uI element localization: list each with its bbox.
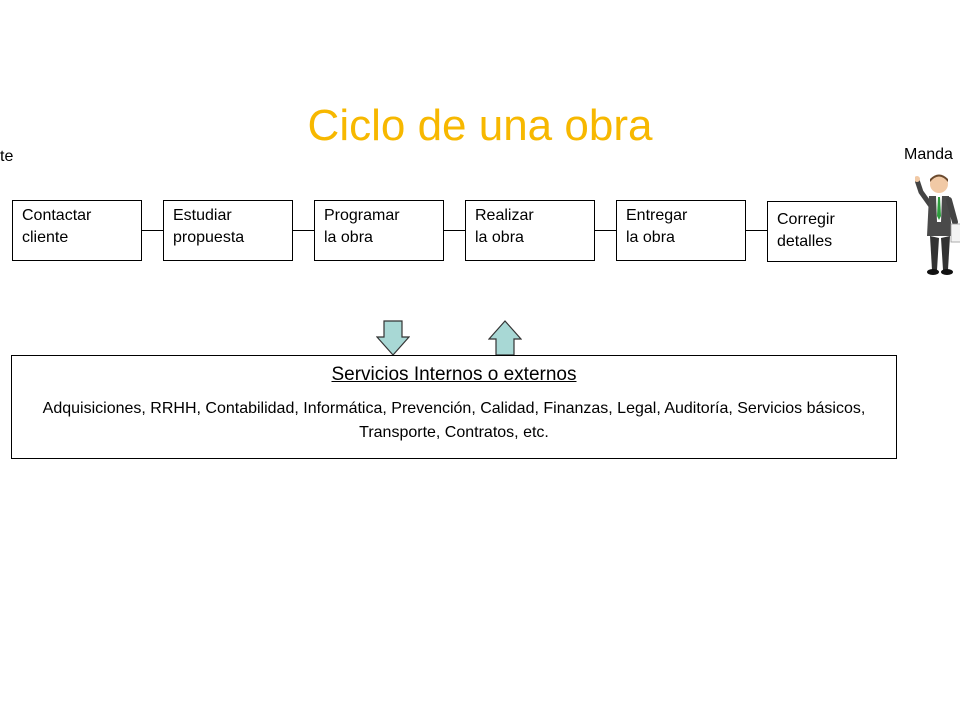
step-label: Corregir detalles	[777, 211, 835, 250]
step-estudiar-propuesta: Estudiar propuesta	[163, 200, 293, 261]
services-description: Adquisiciones, RRHH, Contabilidad, Infor…	[42, 399, 866, 441]
step-corregir-detalles: Corregir detalles	[767, 201, 897, 262]
connector-line	[292, 230, 314, 231]
services-title: Servicios Internos o externos	[331, 364, 577, 385]
connector-line	[142, 230, 163, 231]
step-label: Realizar la obra	[475, 207, 534, 246]
step-realizar-obra: Realizar la obra	[465, 200, 595, 261]
left-edge-label: te	[0, 148, 14, 165]
connector-line	[745, 230, 767, 231]
step-programar-obra: Programar la obra	[314, 200, 444, 261]
slide-title: Ciclo de una obra	[307, 101, 653, 150]
step-contactar-cliente: Contactar cliente	[12, 200, 142, 261]
step-label: Estudiar propuesta	[173, 207, 245, 246]
arrow-up-icon	[488, 320, 522, 356]
step-entregar-obra: Entregar la obra	[616, 200, 746, 261]
services-panel: Servicios Internos o externos Adquisicio…	[11, 355, 897, 459]
step-label: Entregar la obra	[626, 207, 688, 246]
right-edge-label: Manda	[904, 146, 953, 163]
connector-line	[443, 230, 465, 231]
connector-line	[594, 230, 616, 231]
arrow-down-icon	[376, 320, 410, 356]
businessman-icon	[915, 174, 960, 275]
step-label: Contactar cliente	[22, 207, 92, 246]
step-label: Programar la obra	[324, 207, 400, 246]
